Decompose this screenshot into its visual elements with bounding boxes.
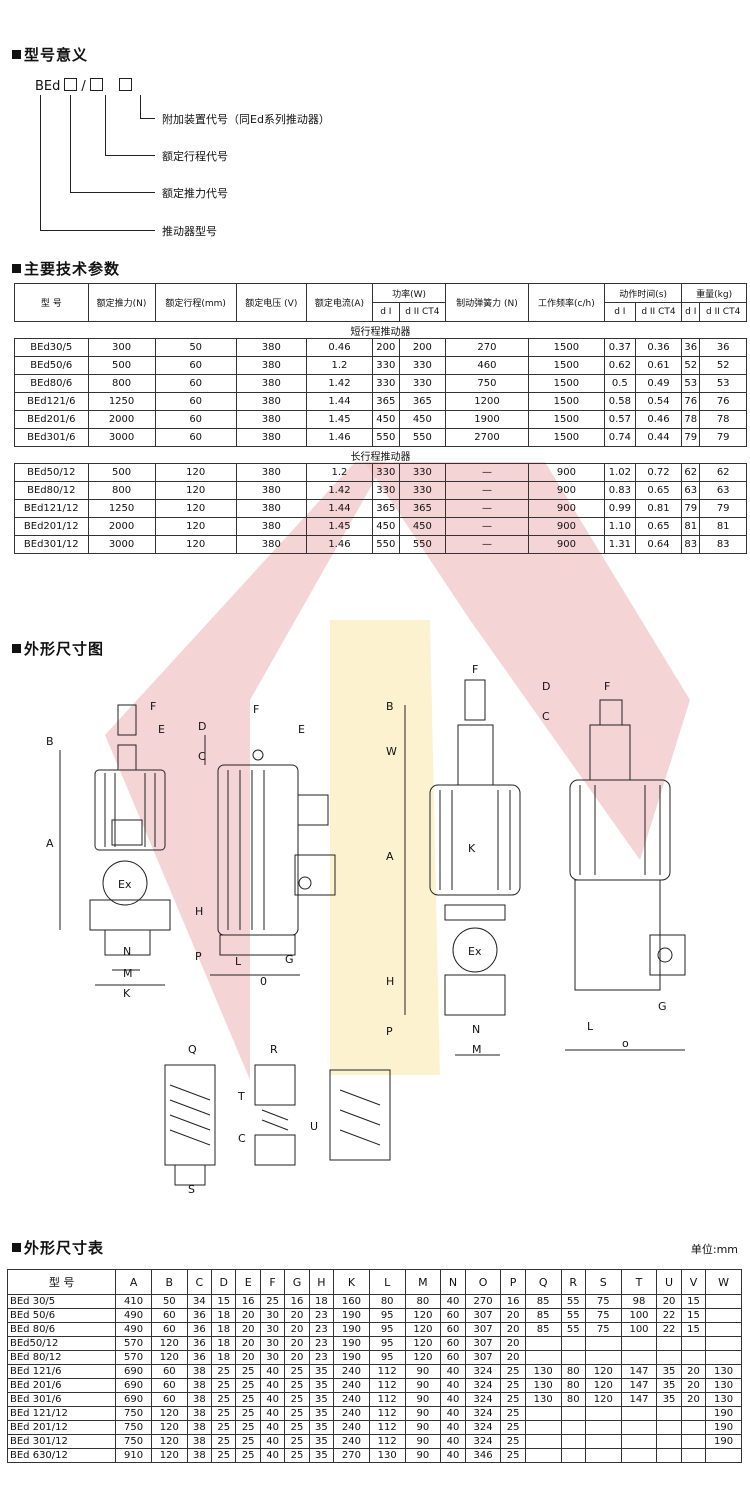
svg-text:M: M: [123, 967, 133, 980]
svg-text:N: N: [472, 1023, 480, 1036]
svg-text:P: P: [195, 950, 202, 963]
svg-text:0: 0: [260, 975, 267, 988]
svg-text:P: P: [386, 1025, 393, 1038]
svg-text:Ex: Ex: [118, 878, 132, 891]
col-time: 动作时间(s): [603, 283, 683, 303]
section-outline-drawing-title: 外形尺寸图: [12, 638, 104, 659]
main-params-table: 型 号 额定推力(N) 额定行程(mm) 额定电压 (V) 额定电流(A) 功率…: [14, 283, 747, 554]
svg-text:W: W: [386, 745, 397, 758]
svg-text:K: K: [123, 987, 131, 1000]
svg-text:F: F: [253, 703, 259, 716]
svg-text:G: G: [285, 953, 294, 966]
meaning-stroke-code: 额定行程代号: [162, 150, 228, 163]
svg-text:T: T: [237, 1090, 245, 1103]
col-voltage: 额定电压 (V): [235, 283, 307, 322]
svg-text:S: S: [188, 1183, 195, 1196]
svg-text:K: K: [468, 842, 476, 855]
svg-text:R: R: [270, 1043, 278, 1056]
col-power: 功率(W): [372, 283, 447, 303]
meaning-thrust-code: 额定推力代号: [162, 187, 228, 200]
svg-text:A: A: [46, 837, 54, 850]
model-code: BEd/: [35, 78, 136, 94]
svg-text:B: B: [46, 735, 54, 748]
col-spring: 制动弹簧力 (N): [445, 283, 529, 322]
section-main-params-title: 主要技术参数: [12, 258, 120, 279]
col-freq: 工作频率(c/h): [527, 283, 605, 322]
meaning-attachment-code: 附加装置代号（同Ed系列推动器）: [162, 113, 330, 126]
outline-drawing: F B E A N M K Ex D F C E H P L 0 G F B W…: [46, 663, 686, 1196]
col-current: 额定电流(A): [305, 283, 374, 322]
svg-text:A: A: [386, 850, 394, 863]
svg-text:F: F: [604, 680, 610, 693]
label-F-v1: F: [150, 700, 156, 713]
svg-text:N: N: [123, 945, 131, 958]
svg-text:U: U: [310, 1120, 318, 1133]
svg-text:M: M: [472, 1043, 482, 1056]
meaning-pusher-model: 推动器型号: [162, 225, 217, 238]
svg-text:o: o: [622, 1037, 629, 1050]
section-model-meaning-title: 型号意义: [12, 44, 88, 65]
col-weight: 重量(kg): [681, 283, 747, 303]
svg-text:C: C: [542, 710, 550, 723]
col-stroke: 额定行程(mm): [154, 283, 237, 322]
svg-text:D: D: [198, 720, 206, 733]
section-outline-table-title: 外形尺寸表: [12, 1237, 104, 1258]
svg-text:E: E: [158, 723, 165, 736]
svg-text:E: E: [298, 723, 305, 736]
svg-text:C: C: [238, 1132, 246, 1145]
svg-text:Ex: Ex: [468, 945, 482, 958]
svg-text:F: F: [472, 663, 478, 676]
svg-text:D: D: [542, 680, 550, 693]
svg-text:C: C: [198, 750, 206, 763]
section-row: 长行程推动器: [14, 446, 747, 464]
svg-text:L: L: [235, 955, 242, 968]
section-row: 短行程推动器: [14, 321, 747, 339]
svg-text:L: L: [587, 1020, 594, 1033]
svg-text:G: G: [658, 1000, 667, 1013]
svg-text:B: B: [386, 700, 394, 713]
svg-text:Q: Q: [188, 1043, 197, 1056]
col-thrust: 额定推力(N): [87, 283, 156, 322]
col-model: 型 号: [14, 283, 89, 322]
svg-text:H: H: [195, 905, 203, 918]
svg-text:H: H: [386, 975, 394, 988]
unit-label: 单位:mm: [690, 1243, 738, 1256]
